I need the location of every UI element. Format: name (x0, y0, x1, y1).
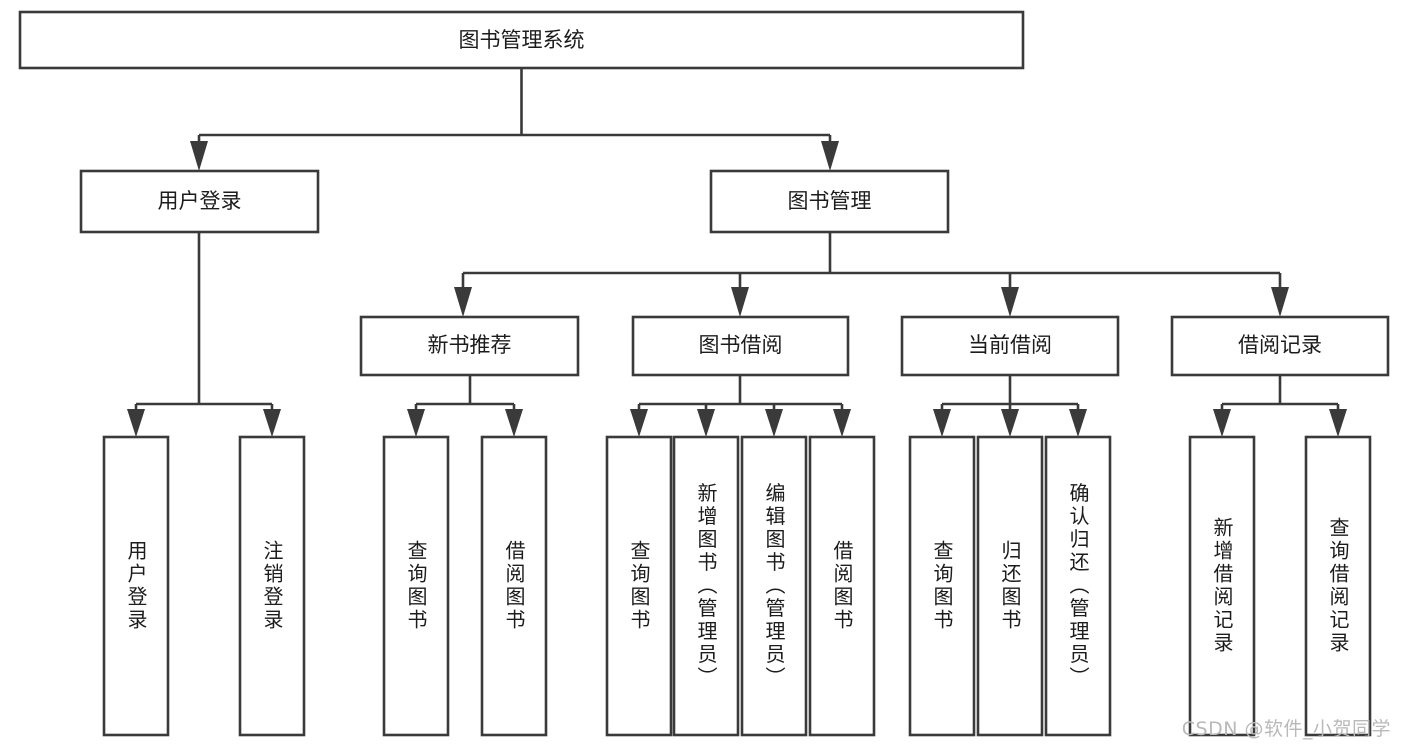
node-user-login[interactable]: 用户登录 (79, 169, 320, 234)
node-leaf-edit-book[interactable]: 编辑图书（管理员） (740, 435, 808, 737)
arrowhead-book-borrow (731, 287, 749, 317)
node-leaf-borrow-book-2[interactable]: 借阅图书 (808, 435, 876, 737)
node-book-borrow-label: 图书借阅 (699, 333, 783, 357)
arrowhead-borrow-record (1271, 287, 1289, 317)
arrowhead-current-borrow (1001, 287, 1019, 317)
node-leaf-query-book-1-label: 查询图书 (404, 540, 428, 632)
node-leaf-add-book[interactable]: 新增图书（管理员） (672, 435, 740, 737)
node-current-borrow-label: 当前借阅 (968, 333, 1052, 357)
node-root-system[interactable]: 图书管理系统 (18, 10, 1025, 70)
node-current-borrow[interactable]: 当前借阅 (900, 315, 1120, 377)
arrowhead-leaf-add-record (1213, 409, 1231, 437)
node-leaf-borrow-book-2-label: 借阅图书 (830, 540, 854, 632)
node-leaf-borrow-book-1[interactable]: 借阅图书 (480, 435, 548, 737)
node-leaf-query-book-2-label: 查询图书 (627, 540, 651, 632)
node-leaf-add-book-label: 新增图书（管理员） (694, 482, 718, 689)
connector-user-login-to-leaves (134, 232, 274, 412)
node-user-login-label: 用户登录 (158, 189, 242, 213)
node-leaf-confirm-return-label: 确认归还（管理员） (1066, 482, 1090, 689)
arrowhead-leaf-query-book-3 (933, 409, 951, 437)
node-new-book-recommend[interactable]: 新书推荐 (359, 315, 580, 377)
node-leaf-query-record[interactable]: 查询借阅记录 (1304, 435, 1372, 737)
arrowhead-leaf-query-book-2 (630, 409, 648, 437)
node-leaf-user-login[interactable]: 用户登录 (102, 435, 170, 737)
node-leaf-user-logout-label: 注销登录 (260, 540, 284, 632)
arrowhead-book-management (821, 141, 839, 171)
arrowhead-leaf-add-book (697, 409, 715, 437)
node-leaf-query-book-2[interactable]: 查询图书 (605, 435, 673, 737)
arrowhead-leaf-user-logout (263, 409, 281, 437)
node-leaf-return-book[interactable]: 归还图书 (976, 435, 1044, 737)
node-leaf-return-book-label: 归还图书 (998, 540, 1022, 632)
node-leaf-query-book-1[interactable]: 查询图书 (382, 435, 450, 737)
arrowhead-new-book-recommend (454, 287, 472, 317)
arrowhead-leaf-return-book (1001, 409, 1019, 437)
connector-book-management-to-level3 (463, 232, 1280, 275)
node-root-system-label: 图书管理系统 (459, 28, 585, 52)
connector-book-borrow-to-leaves (637, 375, 844, 412)
connector-root-to-level2 (197, 68, 832, 142)
node-leaf-add-record[interactable]: 新增借阅记录 (1188, 435, 1256, 737)
arrowhead-user-login (190, 141, 208, 171)
csdn-watermark: CSDN @软件_小贺同学 (1181, 718, 1391, 740)
node-leaf-add-record-label: 新增借阅记录 (1210, 517, 1234, 655)
node-leaf-edit-book-label: 编辑图书（管理员） (762, 482, 786, 689)
node-leaf-borrow-book-1-label: 借阅图书 (502, 540, 526, 632)
connector-borrow-record-to-leaves (1220, 375, 1340, 412)
node-leaf-user-logout[interactable]: 注销登录 (238, 435, 306, 737)
arrowhead-leaf-confirm-return (1069, 409, 1087, 437)
node-leaf-user-login-label: 用户登录 (124, 540, 148, 632)
arrowhead-leaf-borrow-book-2 (833, 409, 851, 437)
node-leaf-confirm-return[interactable]: 确认归还（管理员） (1044, 435, 1112, 737)
node-book-management-label: 图书管理 (788, 189, 872, 213)
node-leaf-query-book-3-label: 查询图书 (930, 540, 954, 632)
arrowhead-leaf-query-book-1 (407, 409, 425, 437)
node-book-management[interactable]: 图书管理 (709, 169, 950, 234)
arrowhead-leaf-query-record (1329, 409, 1347, 437)
connector-new-book-recommend-to-leaves (414, 375, 516, 412)
arrowhead-leaf-borrow-book-1 (505, 409, 523, 437)
node-leaf-query-record-label: 查询借阅记录 (1326, 517, 1350, 655)
node-book-borrow[interactable]: 图书借阅 (631, 315, 850, 377)
arrowhead-leaf-edit-book (765, 409, 783, 437)
node-borrow-record[interactable]: 借阅记录 (1170, 315, 1390, 377)
node-leaf-query-book-3[interactable]: 查询图书 (908, 435, 976, 737)
arrowhead-leaf-user-login (127, 409, 145, 437)
connector-current-borrow-to-leaves (940, 375, 1080, 412)
node-borrow-record-label: 借阅记录 (1238, 333, 1322, 357)
node-new-book-recommend-label: 新书推荐 (428, 333, 512, 357)
